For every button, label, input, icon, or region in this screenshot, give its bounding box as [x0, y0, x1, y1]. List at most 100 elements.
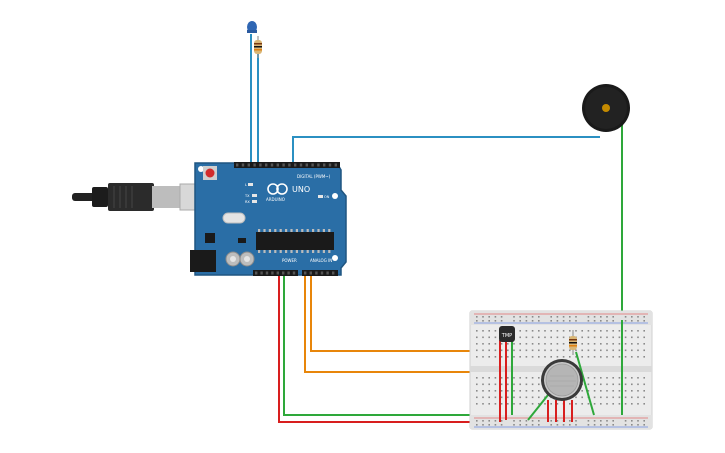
- led-icon[interactable]: [247, 21, 257, 33]
- analog-header[interactable]: [302, 270, 338, 276]
- power-5v-wire[interactable]: [278, 275, 500, 423]
- pin: [513, 377, 515, 379]
- pin: [507, 390, 509, 392]
- pin: [569, 349, 571, 352]
- pin: [606, 390, 608, 392]
- pin: [612, 396, 614, 399]
- temperature-sensor-icon[interactable]: TMP: [499, 326, 515, 342]
- arduino-board[interactable]: DIGITAL (PWM~) UNO ARDUINO L TX RX ON: [190, 162, 347, 276]
- pin: [285, 229, 288, 232]
- pin: [600, 349, 602, 352]
- power-gnd-wire[interactable]: [283, 275, 486, 416]
- board-model-label: UNO: [292, 185, 310, 194]
- pin: [606, 336, 608, 339]
- pin: [618, 377, 621, 379]
- pin: [612, 343, 614, 345]
- pin: [494, 420, 497, 422]
- pin: [631, 349, 633, 352]
- pin: [631, 420, 633, 422]
- pin: [562, 424, 565, 426]
- pin: [631, 403, 633, 405]
- pin: [525, 349, 528, 352]
- pin: [637, 336, 639, 339]
- pin: [328, 229, 331, 232]
- pin: [513, 424, 515, 426]
- pin: [637, 424, 639, 426]
- breadboard-resistor-icon[interactable]: [569, 330, 577, 355]
- brand-label: ARDUINO: [266, 197, 285, 202]
- pin: [519, 377, 521, 379]
- capacitors: [225, 251, 255, 267]
- pin: [476, 356, 478, 358]
- reset-button[interactable]: [203, 166, 217, 180]
- resistor-icon[interactable]: [254, 36, 262, 58]
- pin: [531, 330, 534, 332]
- pin: [581, 390, 583, 392]
- pin: [513, 396, 515, 399]
- pin: [538, 343, 540, 345]
- analog-wire-a1[interactable]: [310, 275, 548, 352]
- pin: [606, 420, 608, 422]
- pin: [637, 377, 639, 379]
- breadboard-jumpers[interactable]: [499, 320, 623, 422]
- pin: [507, 343, 509, 345]
- pin: [631, 377, 633, 379]
- pin: [494, 320, 497, 322]
- pin: [575, 320, 577, 322]
- pin: [513, 343, 515, 345]
- pin: [643, 336, 645, 339]
- pin: [612, 383, 614, 386]
- pin: [525, 343, 528, 345]
- pin: [306, 229, 309, 232]
- pin: [538, 390, 540, 392]
- pin: [600, 316, 602, 318]
- pin: [519, 424, 521, 426]
- pin: [593, 336, 596, 339]
- buzzer-signal-wire[interactable]: [292, 136, 600, 165]
- pin: [488, 420, 490, 422]
- pin: [643, 383, 645, 386]
- pin: [482, 383, 484, 386]
- pin: [624, 349, 627, 352]
- led-wires[interactable]: [250, 34, 259, 165]
- pin: [258, 229, 261, 232]
- pin: [312, 229, 315, 232]
- usb-plug-icon[interactable]: [72, 183, 215, 211]
- tx-label: TX: [244, 194, 250, 198]
- pin: [482, 316, 484, 318]
- pin: [538, 316, 540, 318]
- pin: [587, 377, 590, 379]
- gas-sensor-icon[interactable]: [541, 359, 583, 401]
- pin: [317, 163, 320, 167]
- pin: [500, 396, 503, 399]
- pin: [500, 320, 503, 322]
- pin: [287, 271, 290, 275]
- pin: [587, 424, 590, 426]
- pin: [531, 424, 534, 426]
- pin: [482, 396, 484, 399]
- microcontroller-chip: [256, 229, 334, 253]
- pin: [575, 356, 577, 358]
- pin: [476, 336, 478, 339]
- pin: [494, 383, 497, 386]
- pin: [500, 420, 503, 422]
- pin: [600, 320, 602, 322]
- power-jack[interactable]: [190, 250, 216, 272]
- pin: [276, 271, 279, 275]
- pin: [500, 390, 503, 392]
- pin: [271, 271, 274, 275]
- pin: [322, 229, 325, 232]
- pin: [606, 320, 608, 322]
- pin: [525, 424, 528, 426]
- buzzer-icon[interactable]: [582, 84, 630, 132]
- pin: [631, 390, 633, 392]
- pin: [519, 349, 521, 352]
- power-header[interactable]: [253, 270, 298, 276]
- pin: [476, 320, 478, 322]
- digital-header[interactable]: [234, 162, 340, 168]
- pin: [507, 356, 509, 358]
- pin: [581, 403, 583, 405]
- pin: [643, 420, 645, 422]
- pin: [575, 424, 577, 426]
